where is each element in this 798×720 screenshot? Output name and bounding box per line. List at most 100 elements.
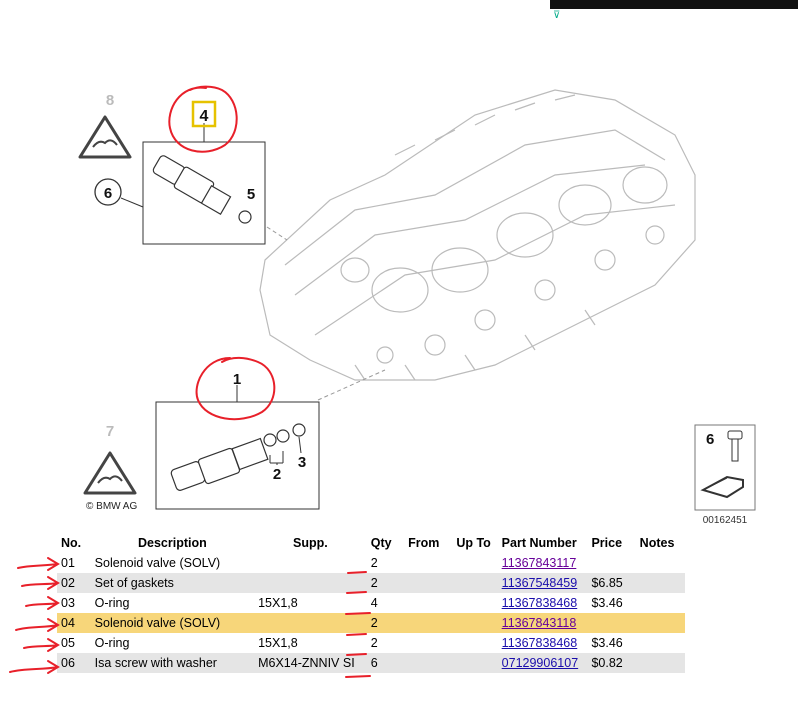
cell-price (587, 613, 636, 633)
cell-supp (254, 553, 367, 573)
cell-upto (452, 613, 498, 633)
col-header-description: Description (138, 535, 207, 550)
part-number-link[interactable]: 07129906107 (501, 656, 579, 670)
annotation-arrow-row-04 (15, 618, 60, 632)
cell-qty: 6 (366, 653, 405, 673)
part-number-link[interactable]: 11367843118 (501, 616, 577, 630)
part-number-link[interactable]: 11367838468 (501, 636, 578, 650)
cell-no: 03 (61, 596, 75, 610)
callout-6-circle (94, 178, 122, 206)
cell-supp: 15X1,8 (258, 636, 298, 650)
cell-qty: 4 (370, 596, 378, 610)
cell-upto (452, 653, 498, 673)
cell-notes (635, 613, 685, 633)
warning-triangle-lower (83, 451, 137, 495)
cell-price: $0.82 (587, 653, 636, 673)
cell-from (404, 653, 453, 673)
cell-price: $6.85 (587, 573, 636, 593)
cell-part-number: 11367843117 (498, 553, 588, 573)
image-number: 00162451 (703, 515, 748, 525)
col-header-notes: Notes (639, 535, 675, 550)
cell-supp (254, 573, 367, 593)
table-row: 02 Set of gaskets 2 11367548459 $6.85 (57, 573, 685, 593)
table-row: 03 O-ring 15X1,8 4 11367838468 $3.46 (57, 593, 685, 613)
cell-no: 05 (61, 636, 75, 650)
callout-1: 1 (233, 371, 241, 388)
col-header-upto: Up To (456, 535, 491, 550)
cell-description: O-ring (94, 596, 130, 610)
cell-part-number: 11367838468 (498, 633, 588, 653)
cell-price: $3.46 (591, 636, 623, 650)
cell-from (404, 553, 452, 573)
cell-supp: M6X14-ZNNIV SI (254, 653, 367, 673)
cell-notes (636, 633, 685, 653)
warning-triangle-upper (78, 115, 132, 159)
cell-part-number: 11367843118 (497, 613, 588, 633)
annotation-arrow-row-05 (23, 638, 60, 652)
cell-part-number: 07129906107 (497, 653, 588, 673)
cell-upto (452, 573, 498, 593)
annotation-arrow-row-02 (21, 576, 60, 590)
col-header-supp: Supp. (293, 535, 328, 550)
callout-7: 7 (106, 423, 114, 440)
cell-price (587, 553, 635, 573)
callout-6: 6 (104, 185, 112, 202)
cell-no: 04 (57, 613, 91, 633)
callout-5: 5 (247, 186, 255, 203)
callout-3: 3 (298, 454, 306, 471)
callout-2: 2 (273, 466, 281, 483)
col-header-qty: Qty (370, 535, 392, 550)
cell-qty: 2 (370, 556, 378, 570)
cell-notes (636, 593, 685, 613)
cell-description: Solenoid valve (SOLV) (94, 556, 221, 570)
solenoid-valve-upper (152, 155, 252, 224)
col-header-part-number: Part Number (501, 535, 577, 550)
table-row: 05 O-ring 15X1,8 2 11367838468 $3.46 (57, 633, 685, 653)
cell-part-number: 11367838468 (498, 593, 588, 613)
part-number-link[interactable]: 11367838468 (501, 596, 578, 610)
cell-no: 02 (57, 573, 91, 593)
cell-from (404, 573, 453, 593)
annotation-arrow-row-03 (25, 596, 60, 610)
cell-price: $3.46 (591, 596, 623, 610)
part-number-link[interactable]: 11367843117 (501, 556, 577, 570)
cell-from (404, 593, 452, 613)
callout-6-screw: 6 (706, 431, 714, 448)
cell-no: 01 (61, 556, 75, 570)
col-header-price: Price (591, 535, 623, 550)
cell-supp (254, 613, 367, 633)
cell-qty: 2 (370, 636, 378, 650)
cell-description: Isa screw with washer (90, 653, 255, 673)
table-row: 06 Isa screw with washer M6X14-ZNNIV SI … (57, 653, 685, 673)
cell-qty: 2 (366, 613, 405, 633)
cell-notes (636, 553, 685, 573)
annotation-arrow-row-06 (9, 660, 60, 674)
cell-description: O-ring (94, 636, 130, 650)
screw-legend (694, 424, 756, 511)
top-dark-bar (550, 0, 798, 9)
cell-from (404, 613, 453, 633)
col-header-no: No. (61, 535, 82, 550)
annotation-arrow-row-01 (17, 557, 60, 571)
cell-supp: 15X1,8 (258, 596, 298, 610)
cell-description: Solenoid valve (SOLV) (90, 613, 255, 633)
cell-description: Set of gaskets (90, 573, 255, 593)
callout-4: 4 (200, 108, 209, 125)
cell-notes (635, 653, 685, 673)
callout-8: 8 (106, 92, 114, 109)
cylinder-head-drawing (259, 89, 696, 381)
cell-notes (635, 573, 685, 593)
parts-table: No. Description Supp. Qty From Up To Par… (57, 532, 685, 673)
table-header-row: No. Description Supp. Qty From Up To Par… (57, 532, 685, 553)
part-number-link[interactable]: 11367548459 (501, 576, 578, 590)
solenoid-valve-lower (170, 423, 306, 491)
table-row-highlighted: 04 Solenoid valve (SOLV) 2 11367843118 (57, 613, 685, 633)
cell-from (404, 633, 452, 653)
filter-icon: ⊽ (553, 10, 561, 21)
annotation-underline-qty-06 (345, 675, 371, 678)
cell-qty: 2 (366, 573, 405, 593)
cell-upto (452, 593, 497, 613)
cell-upto (452, 633, 497, 653)
parts-diagram: 8 4 6 5 1 7 2 3 © BMW AG 6 00162451 (78, 89, 756, 525)
cell-part-number: 11367548459 (497, 573, 588, 593)
